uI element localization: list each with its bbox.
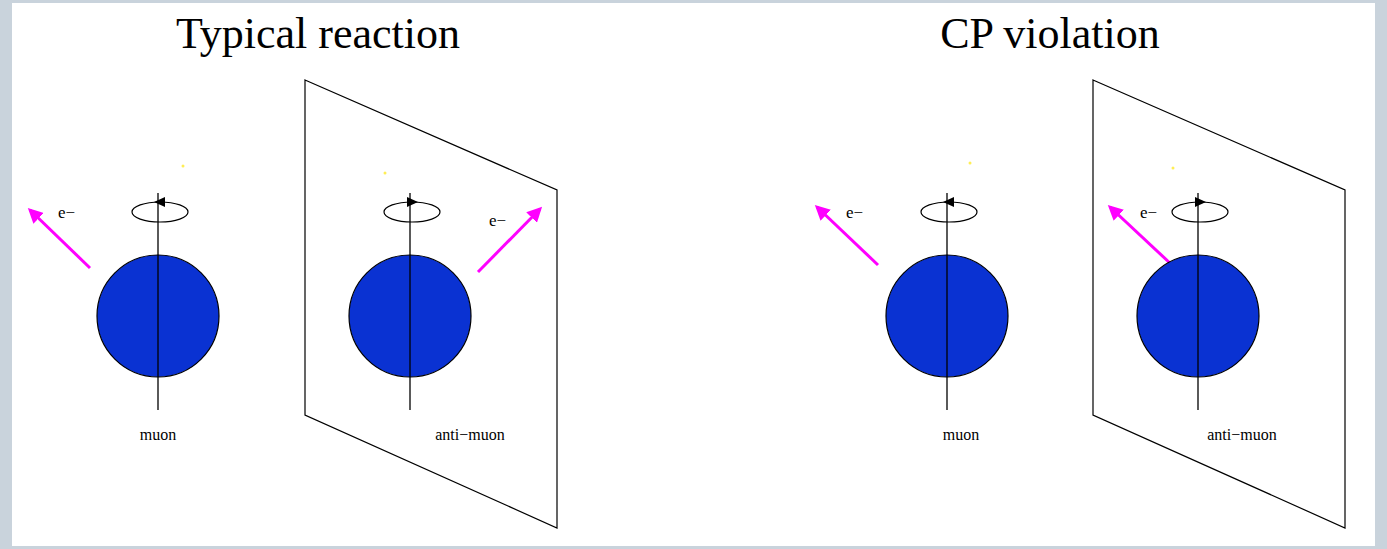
dot bbox=[1172, 167, 1175, 170]
particle-node: muon bbox=[38, 185, 278, 450]
particle-label: anti−muon bbox=[435, 425, 504, 444]
panel-heading: CP violation bbox=[940, 8, 1160, 61]
electron-label: e− bbox=[1140, 203, 1157, 223]
spin-axis bbox=[946, 193, 947, 410]
spin-ring bbox=[384, 202, 440, 222]
panel-heading: Typical reaction bbox=[176, 8, 460, 61]
spin-ring bbox=[132, 202, 188, 222]
white-ground bbox=[12, 3, 1375, 546]
spin-ring bbox=[921, 202, 977, 222]
particle-shape bbox=[1078, 185, 1318, 450]
spin-axis bbox=[157, 193, 158, 410]
electron-arrow bbox=[478, 209, 540, 272]
dot bbox=[384, 172, 387, 175]
spin-ring bbox=[1172, 202, 1228, 222]
particle-shape bbox=[827, 185, 1067, 450]
dot bbox=[969, 162, 972, 165]
electron-label: e− bbox=[58, 203, 75, 223]
particle-shape bbox=[38, 185, 278, 450]
mirror-plane bbox=[305, 80, 557, 528]
particle-node: muon bbox=[827, 185, 1067, 450]
particle-label: muon bbox=[140, 425, 176, 444]
electron-label: e− bbox=[846, 203, 863, 223]
particle-node: anti−muon bbox=[1078, 185, 1318, 450]
spin-axis bbox=[1197, 193, 1198, 410]
spin-axis bbox=[409, 193, 410, 410]
particle-label: muon bbox=[943, 425, 979, 444]
spin-arrowhead bbox=[154, 197, 165, 207]
spin-arrowhead bbox=[1195, 197, 1206, 207]
spin-arrowhead bbox=[407, 197, 418, 207]
particle-label: anti−muon bbox=[1207, 425, 1276, 444]
spin-arrowhead bbox=[943, 197, 954, 207]
mirror-plane bbox=[1093, 80, 1345, 528]
electron-label: e− bbox=[489, 211, 506, 231]
dot bbox=[182, 165, 185, 168]
